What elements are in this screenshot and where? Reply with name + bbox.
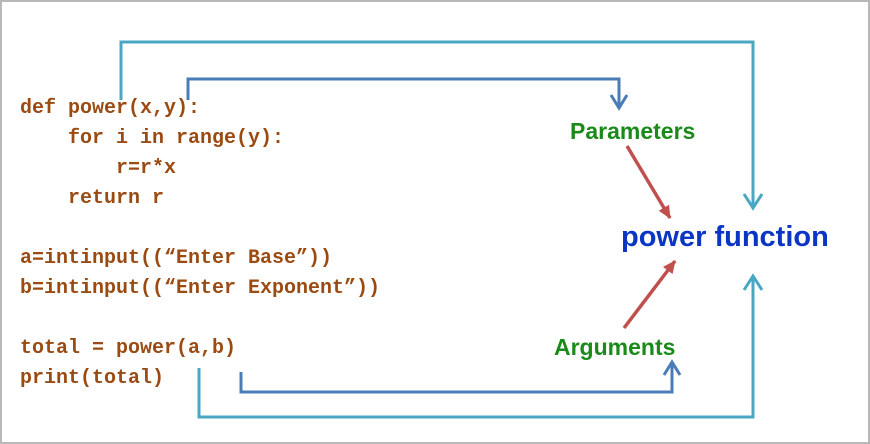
connector-params — [186, 77, 621, 108]
code-line: b=intinput((“Enter Exponent”)) — [20, 277, 381, 300]
code-line: r=r*x — [20, 157, 177, 180]
arrowhead-function-top — [742, 193, 764, 211]
code-block: def power(x,y): for i in range(y): r=r*x… — [20, 97, 380, 390]
power-function-label: power function — [621, 221, 829, 253]
code-line: def power(x,y): — [20, 97, 201, 120]
connector-args — [239, 362, 674, 394]
arguments-label: Arguments — [554, 334, 676, 360]
code-line: total = power(a,b) — [20, 337, 237, 360]
arrowhead-function-bottom — [742, 273, 764, 291]
code-line: for i in range(y): — [20, 127, 285, 150]
connector-print-to-function — [197, 276, 755, 419]
code-line: return r — [20, 187, 165, 210]
code-line: a=intinput((“Enter Base”)) — [20, 247, 333, 270]
code-line: print(total) — [20, 367, 165, 390]
red-arrow-parameters-to-function — [625, 145, 672, 219]
red-arrow-arguments-to-function — [622, 259, 677, 330]
arrowhead-args — [662, 359, 682, 376]
connector-def-to-function — [119, 40, 755, 208]
parameters-label: Parameters — [570, 118, 696, 144]
arrowhead-params — [609, 94, 629, 111]
